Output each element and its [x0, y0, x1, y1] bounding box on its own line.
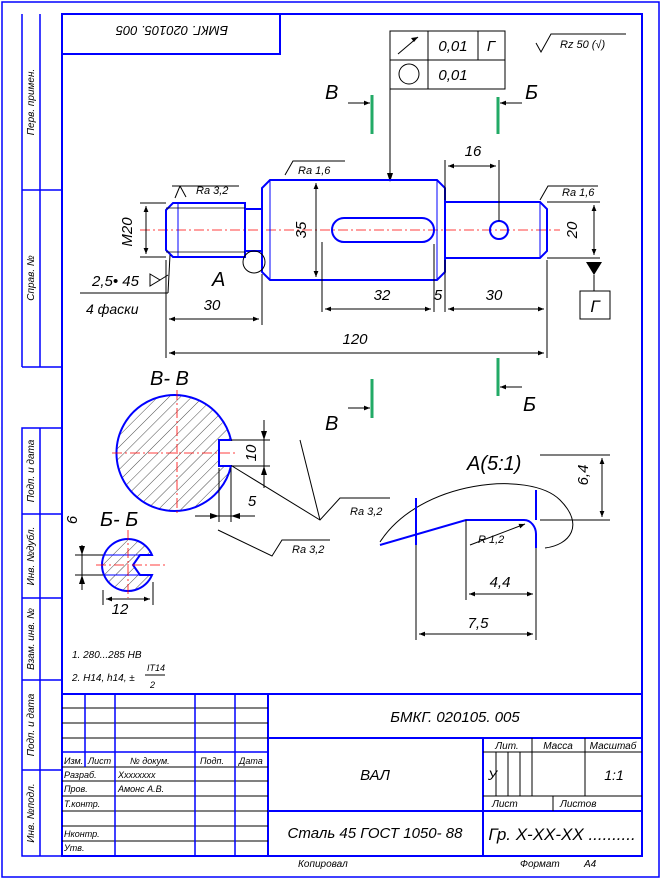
- tb-checker: Амонс А.В.: [117, 784, 164, 794]
- section-cuts-top: В Б: [325, 82, 538, 134]
- tb-group: Гр. Х-ХХ-ХХ ..........: [488, 825, 635, 844]
- tb-utv: Утв.: [63, 843, 84, 853]
- dim-5: 5: [434, 287, 443, 304]
- tb-format-value: А4: [583, 859, 597, 870]
- dim-right-30: 30: [486, 287, 503, 304]
- side-label-podp2: Подп. и дата: [26, 693, 37, 756]
- side-strip: Перв. примен. Справ. № Подп. и дата Инв.…: [21, 14, 63, 857]
- runout-datum: Г: [487, 38, 497, 55]
- top-stamp-code: БМКГ. 020105. 005: [115, 23, 228, 38]
- note-fraction-num: IT14: [147, 663, 165, 673]
- roughness-right: Ra 1,6: [562, 187, 595, 199]
- tb-scale-value: 1:1: [604, 767, 623, 783]
- circularity-value: 0,01: [438, 67, 467, 84]
- detail-radius: R 1,2: [478, 534, 504, 546]
- dim-120: 120: [342, 331, 368, 348]
- note-fraction-den: 2: [149, 680, 155, 690]
- tb-copied: Копировал: [298, 859, 348, 870]
- bb-width: 12: [112, 601, 129, 618]
- tb-podp: Подп.: [200, 756, 224, 766]
- detail-dim-44: 4,4: [490, 574, 511, 591]
- notes: 1. 280...285 НВ 2. Н14, h14, ± IT14 2: [71, 650, 165, 690]
- side-label-podp1: Подп. и дата: [26, 439, 37, 502]
- roughness-left: Ra 3,2: [196, 185, 228, 197]
- dim-16: 16: [465, 143, 482, 160]
- tb-format-label: Формат: [520, 859, 560, 870]
- circularity-icon: [398, 63, 420, 85]
- note-1: 1. 280...285 НВ: [72, 650, 142, 661]
- tb-tkontr: Т.контр.: [64, 799, 100, 809]
- detail-dia: 6,4: [575, 465, 592, 486]
- tb-izm: Изм.: [64, 756, 83, 766]
- tb-list: Лист: [87, 756, 112, 766]
- section-bb-title: Б- Б: [100, 509, 138, 531]
- vv-roughness-a: Ra 3,2: [350, 506, 382, 518]
- tb-designation: БМКГ. 020105. 005: [390, 709, 520, 726]
- chamfer-note: 2,5• 45: [91, 273, 140, 290]
- vv-width: 5: [248, 493, 257, 510]
- datum-label: Г: [590, 297, 601, 316]
- main-shaft-view: А Ra 3,2 Ra 1,6 Ra 1,6 M20 35 20 Г 16: [80, 143, 611, 358]
- side-label-sprav: Справ. №: [26, 255, 37, 301]
- tb-material: Сталь 45 ГОСТ 1050- 88: [288, 825, 464, 842]
- chamfer-count: 4 фаски: [86, 301, 139, 317]
- tb-data: Дата: [238, 756, 263, 766]
- dim-dia20: 20: [564, 221, 581, 239]
- section-cuts-bottom: В Б: [325, 358, 536, 435]
- detail-marker-a: А: [211, 269, 225, 291]
- side-label-dubl: Инв. №дубл.: [25, 527, 37, 586]
- cut-label-v-bottom: В: [325, 413, 338, 435]
- note-2: 2. Н14, h14, ±: [71, 673, 135, 684]
- roughness-general-text: Rz 50 (√): [560, 39, 605, 51]
- dim-dia35: 35: [293, 221, 310, 238]
- tb-developer: Хххххххх: [117, 770, 156, 780]
- tb-name: ВАЛ: [360, 767, 391, 784]
- tb-sheets-label: Листов: [559, 799, 596, 810]
- tb-nkontr: Нконтр.: [64, 829, 100, 839]
- tb-razrab: Разраб.: [64, 770, 97, 780]
- side-label-vzam: Взам. инв. №: [26, 608, 37, 670]
- dim-left-30: 30: [204, 297, 221, 314]
- tb-dokum: № докум.: [130, 756, 170, 766]
- roughness-mid: Ra 1,6: [298, 165, 331, 177]
- detail-dim-75: 7,5: [468, 615, 490, 632]
- tb-mass-label: Масса: [543, 741, 573, 752]
- cut-label-b-top: Б: [525, 82, 538, 104]
- vv-roughness-b: Ra 3,2: [292, 544, 324, 556]
- runout-value: 0,01: [438, 38, 467, 55]
- dim-thread: M20: [119, 217, 136, 247]
- tb-lit-label: Лит.: [494, 741, 518, 752]
- side-label-podl: Инв. №подл.: [26, 783, 37, 842]
- detail-a-title: А(5:1): [466, 453, 521, 475]
- section-vv: В- В 10 5 Ra 3,2 Ra 3,2: [112, 368, 390, 557]
- top-stamp: БМКГ. 020105. 005: [61, 13, 281, 55]
- vv-depth: 10: [243, 444, 260, 461]
- runout-icon: [397, 36, 419, 55]
- detail-a: А(5:1) 4,4 7,5 R 1,2 6,4: [379, 453, 610, 640]
- tolerance-frame: 0,01 Г 0,01: [387, 30, 506, 182]
- side-label-perv: Перв. примен.: [26, 69, 37, 135]
- tb-sheet-label: Лист: [491, 799, 518, 810]
- roughness-general: Rz 50 (√): [535, 33, 626, 54]
- section-vv-title: В- В: [150, 368, 189, 390]
- tb-scale-label: Масштаб: [590, 740, 637, 752]
- bb-dia: 6: [64, 515, 81, 524]
- title-block: Изм. Лист № докум. Подп. Дата Разраб. Пр…: [62, 693, 642, 870]
- cut-label-v-top: В: [325, 82, 338, 104]
- cut-label-b-bottom: Б: [523, 394, 536, 416]
- dim-32: 32: [374, 287, 391, 304]
- section-bb: Б- Б 12 6: [64, 509, 166, 618]
- tb-prov: Пров.: [64, 784, 88, 794]
- tb-lit-value: У: [487, 767, 499, 783]
